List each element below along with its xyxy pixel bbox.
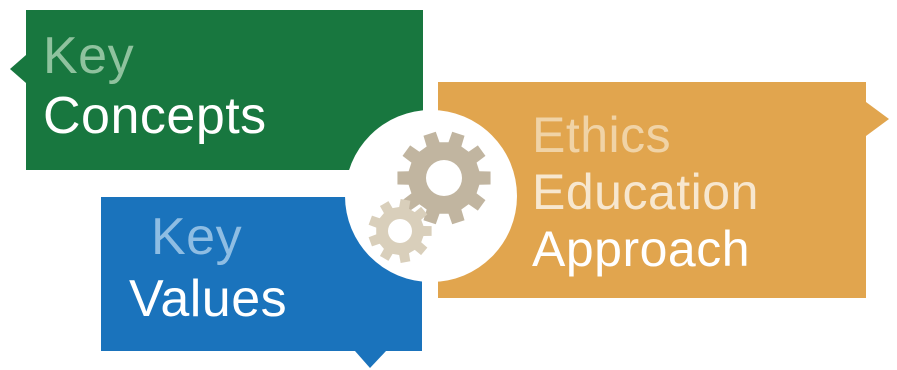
key-values-block: Key Values	[101, 197, 422, 351]
key-concepts-line1: Key	[43, 27, 135, 85]
large-gear-shape	[397, 131, 491, 225]
key-concepts-block: Key Concepts	[26, 10, 423, 170]
key-values-line1: Key	[151, 208, 243, 266]
key-concepts-box	[10, 10, 423, 170]
ethics-line: Ethics	[532, 107, 672, 163]
key-values-line2: Values	[129, 270, 288, 328]
approach-line: Approach	[532, 221, 751, 277]
ethics-education-approach-block: Ethics Education Approach	[438, 82, 866, 298]
key-concepts-line2: Concepts	[43, 87, 267, 145]
gears-icon	[368, 131, 491, 263]
small-gear-icon	[368, 199, 432, 263]
education-line: Education	[532, 164, 759, 220]
large-gear-icon	[397, 131, 491, 225]
small-gear-shape	[368, 199, 432, 263]
